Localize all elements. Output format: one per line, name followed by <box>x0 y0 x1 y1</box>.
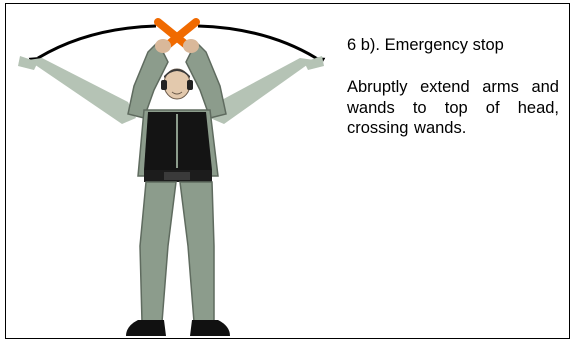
torso <box>138 110 218 182</box>
signal-text: 6 b). Emergency stop Abruptly extend arm… <box>347 35 559 139</box>
signal-title: 6 b). Emergency stop <box>347 35 559 55</box>
head <box>161 69 193 99</box>
signal-card: 6 b). Emergency stop Abruptly extend arm… <box>5 3 570 339</box>
ear-defender-icon <box>161 80 167 90</box>
right-motion-arrow-icon <box>198 26 316 58</box>
marshaller-illustration <box>8 6 333 340</box>
boots <box>126 320 230 336</box>
left-motion-arrow-icon <box>38 26 156 58</box>
legs <box>140 182 214 322</box>
signal-description: Abruptly extend arms and wands to top of… <box>347 77 559 139</box>
